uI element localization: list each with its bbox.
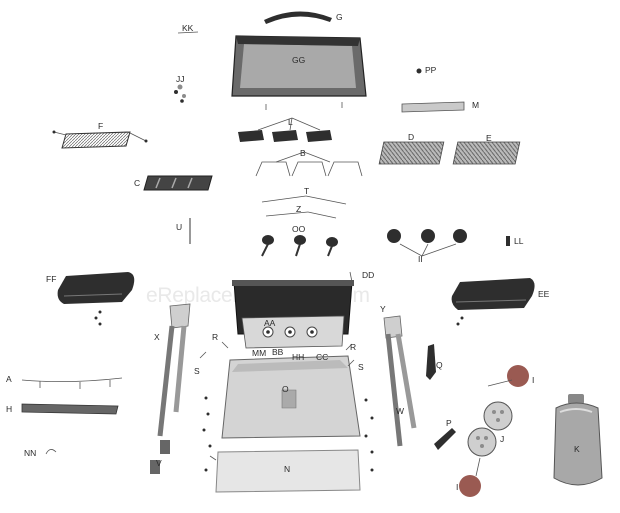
part-bottom-shelf: [215, 449, 361, 493]
leader-lines: [209, 379, 513, 477]
part-burner-frames: [255, 151, 363, 177]
label-ll: LL: [514, 236, 524, 246]
part-rods-t-z: [261, 195, 347, 219]
label-ff: FF: [46, 274, 56, 284]
part-h-bar: [21, 403, 119, 415]
part-propane-tank: [553, 394, 603, 486]
part-burner-valves: [261, 235, 338, 257]
part-p-tool: [434, 428, 456, 450]
part-cap-i-top: [507, 365, 529, 387]
part-cart-panel: [221, 355, 361, 439]
label-y: Y: [380, 304, 386, 314]
label-x: X: [154, 332, 160, 342]
label-l: L: [288, 117, 293, 127]
part-cart-screws: [202, 396, 374, 472]
label-w: W: [396, 406, 404, 416]
part-left-side-shelf: [57, 272, 135, 304]
part-cooking-grate-d: [378, 141, 445, 165]
part-lid: [231, 35, 367, 97]
part-nn-hook: [45, 449, 57, 455]
label-f: F: [98, 121, 103, 131]
label-a: A: [6, 374, 12, 384]
label-z: Z: [296, 204, 301, 214]
part-m-bar: [401, 101, 465, 113]
label-nn: NN: [24, 448, 36, 458]
label-i-bottom: I: [456, 482, 458, 492]
part-kk-rod: [177, 31, 199, 34]
label-pp: PP: [425, 65, 437, 75]
label-jj: JJ: [176, 74, 185, 84]
label-i-top: I: [532, 375, 534, 385]
part-casters: [150, 440, 170, 474]
label-hh: HH: [292, 352, 304, 362]
label-mm: MM: [252, 348, 266, 358]
part-right-side-shelf: [451, 278, 535, 310]
label-ii: II: [418, 254, 423, 264]
label-r-left: R: [212, 332, 218, 342]
label-gg: GG: [292, 55, 305, 65]
label-bb: BB: [272, 347, 284, 357]
label-aa: AA: [264, 318, 276, 328]
part-briquette-grate: [143, 175, 213, 191]
label-r-right: R: [350, 342, 356, 352]
label-v: V: [156, 458, 162, 468]
part-control-knobs: [387, 229, 467, 257]
label-oo: OO: [292, 224, 306, 234]
part-heat-tents: [238, 117, 332, 142]
label-p: P: [446, 418, 452, 428]
label-dd: DD: [362, 270, 374, 280]
part-left-leg: [157, 303, 191, 437]
label-m: M: [472, 100, 479, 110]
label-o: O: [282, 384, 289, 394]
label-h: H: [6, 404, 12, 414]
part-lid-handle: [264, 11, 332, 24]
label-k: K: [574, 444, 580, 454]
label-b: B: [300, 148, 306, 158]
label-c: C: [134, 178, 140, 188]
part-warming-rack: [52, 130, 148, 149]
label-s-left: S: [194, 366, 200, 376]
part-q-bracket: [426, 344, 436, 380]
label-n: N: [284, 464, 290, 474]
part-right-leg: [383, 315, 417, 447]
part-cooking-grate-e: [452, 141, 521, 165]
label-g: G: [336, 12, 343, 22]
part-cap-i-bottom: [459, 475, 481, 497]
part-labels: KK G GG PP JJ M F L D E B C T Z U OO LL …: [6, 12, 580, 492]
label-q: Q: [436, 360, 443, 370]
label-s-right: S: [358, 362, 364, 372]
part-a-rail: [21, 377, 123, 389]
label-t: T: [304, 186, 309, 196]
part-ll-igniter: [506, 236, 510, 246]
part-firebox: [232, 271, 354, 349]
label-cc: CC: [316, 352, 328, 362]
label-kk: KK: [182, 23, 194, 33]
label-u: U: [176, 222, 182, 232]
part-screws-jj: [174, 84, 186, 103]
label-ee: EE: [538, 289, 550, 299]
label-e: E: [486, 133, 492, 143]
part-wheels: [467, 401, 513, 457]
label-j: J: [500, 434, 504, 444]
part-pp-knob: [416, 68, 422, 74]
label-d: D: [408, 132, 414, 142]
